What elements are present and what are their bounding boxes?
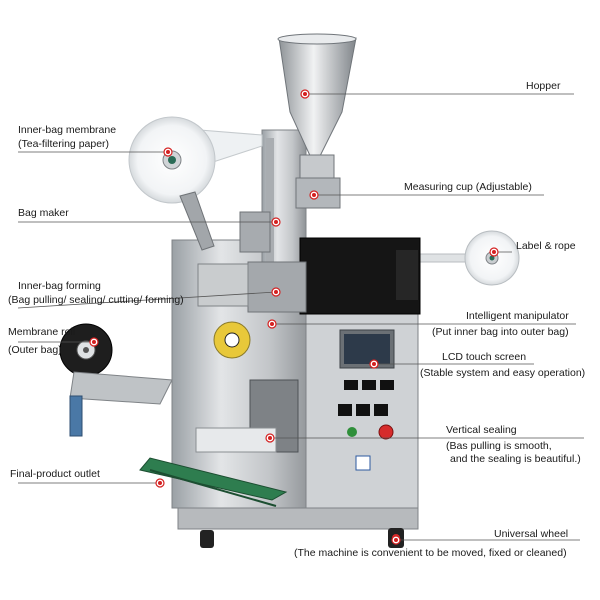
sublabel-lcd-touch-screen: (Stable system and easy operation) — [420, 367, 586, 379]
callout-markers — [89, 89, 499, 545]
label-lcd-touch-screen: LCD touch screen — [442, 351, 527, 363]
sublabel-membrane-roll: (Outer bag) — [8, 344, 62, 356]
label-final-product-outlet: Final-product outlet — [10, 468, 100, 480]
label-inner-bag-membrane: Inner-bag membrane — [18, 124, 117, 136]
sublabel-vertical-sealing-1: (Bas pulling is smooth, — [446, 440, 552, 452]
outer-membrane-roll — [59, 323, 173, 437]
label-hopper: Hopper — [526, 80, 561, 92]
marker-dot-icon — [369, 359, 379, 369]
marker-dot-icon — [267, 319, 277, 329]
marker-dot-icon — [163, 147, 173, 157]
marker-dot-icon — [271, 217, 281, 227]
label-rope-roll — [419, 230, 520, 286]
marker-dot-icon — [309, 190, 319, 200]
forming-block — [247, 261, 307, 313]
sublabel-inner-bag-forming: (Bag pulling/ sealing/ cutting/ forming) — [8, 294, 184, 306]
label-universal-wheel: Universal wheel — [494, 528, 569, 540]
label-inner-bag-forming: Inner-bag forming — [18, 280, 101, 292]
leader-lines — [17, 93, 584, 541]
universal-wheels — [200, 528, 404, 548]
label-bag-maker: Bag maker — [18, 207, 69, 219]
hopper-neck — [299, 154, 335, 182]
marker-dot-icon — [155, 478, 165, 488]
machine — [59, 33, 520, 548]
control-buttons — [338, 380, 394, 471]
hopper-rim — [277, 33, 357, 45]
label-intelligent-manipulator: Intelligent manipulator — [466, 310, 569, 322]
sublabel-universal-wheel: (The machine is convenient to be moved, … — [294, 547, 567, 559]
inner-membrane-roll — [128, 116, 263, 251]
output-conveyor — [139, 457, 288, 507]
label-label-rope: Label & rope — [516, 240, 576, 252]
sublabel-inner-bag-membrane: (Tea-filtering paper) — [18, 138, 110, 150]
machine-base — [177, 504, 419, 530]
bag-maker-body — [239, 211, 271, 253]
lcd-screen — [344, 334, 390, 364]
marker-dot-icon — [265, 433, 275, 443]
sublabel-intelligent-manipulator: (Put inner bag into outer bag) — [432, 326, 569, 338]
label-vertical-sealing: Vertical sealing — [446, 424, 517, 436]
marker-dot-icon — [271, 287, 281, 297]
marker-dot-icon — [89, 337, 99, 347]
label-measuring-cup: Measuring cup (Adjustable) — [404, 181, 532, 193]
label-membrane-roll: Membrane roll — [8, 326, 76, 338]
marker-dot-icon — [300, 89, 310, 99]
marker-dot-icon — [489, 247, 499, 257]
marker-dot-icon — [391, 535, 401, 545]
sublabel-vertical-sealing-2: and the sealing is beautiful.) — [450, 453, 581, 465]
